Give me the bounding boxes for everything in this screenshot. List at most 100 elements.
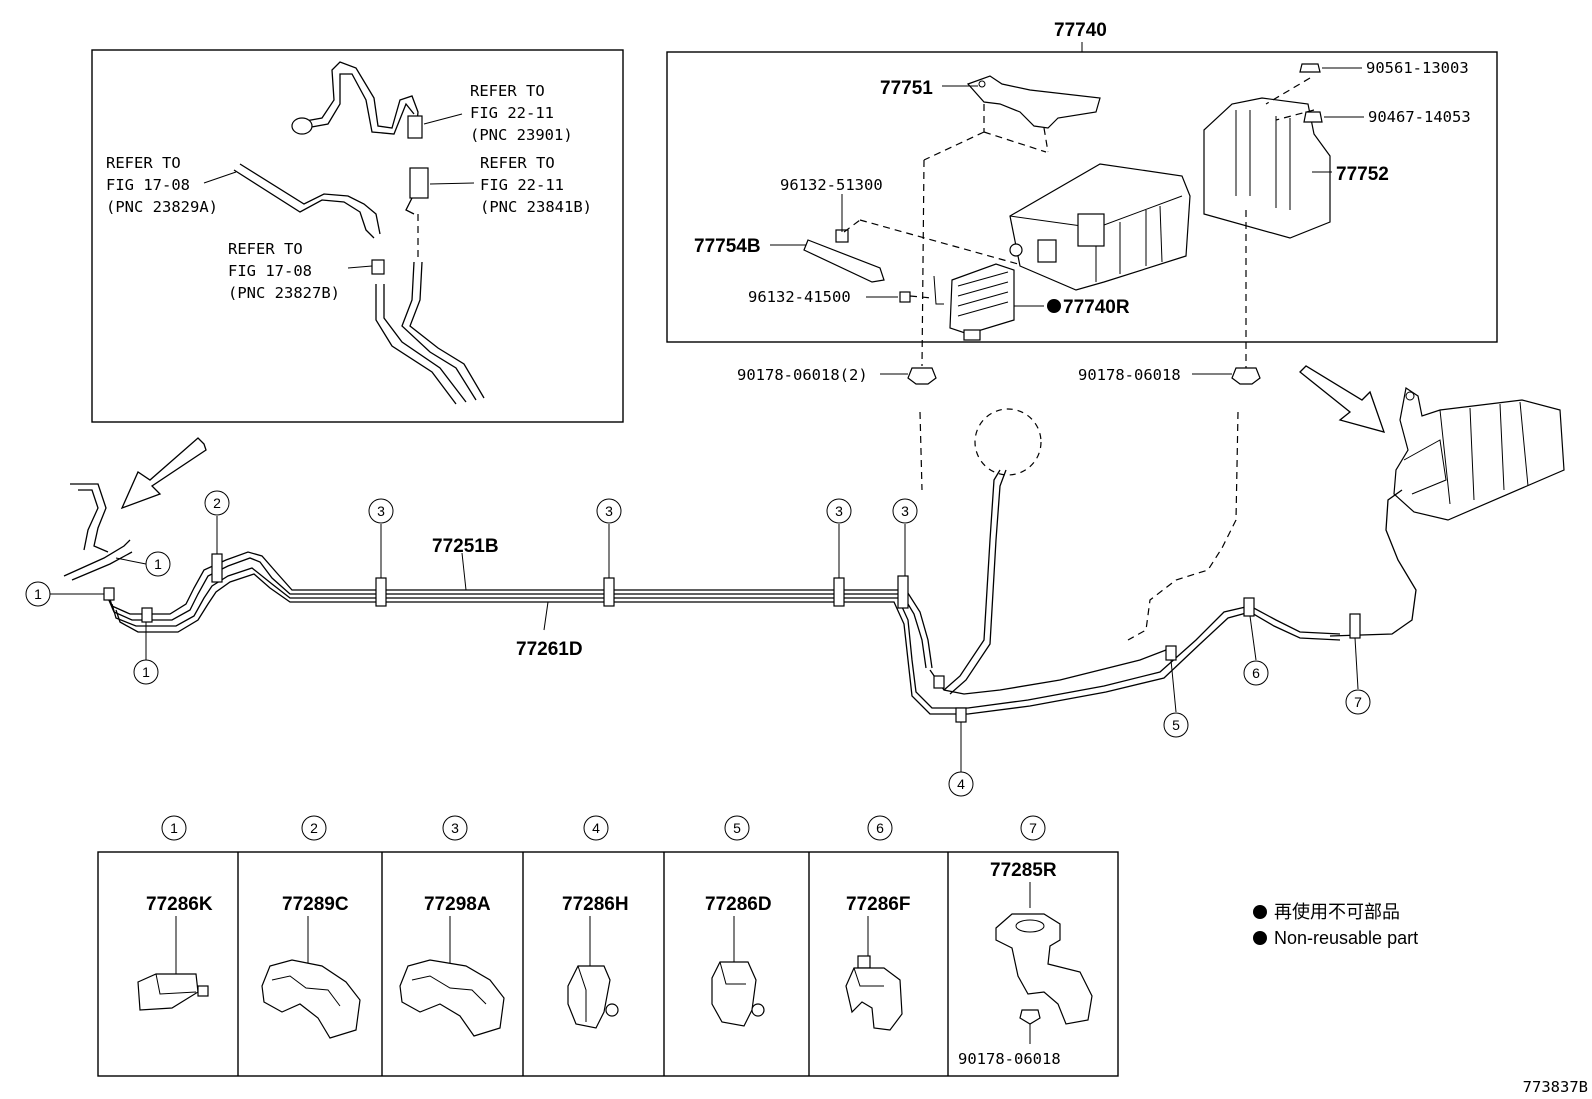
- part-90178-06018-label: 90178-06018: [1078, 366, 1181, 384]
- legend: 再使用不可部品 Non-reusable part: [1253, 902, 1418, 948]
- table-part-1: 77286K: [146, 894, 213, 915]
- table-num-6: 6: [876, 820, 884, 836]
- svg-text:3: 3: [605, 503, 613, 519]
- ref-label-3-l1: REFER TO: [106, 154, 181, 172]
- svg-text:5: 5: [1172, 717, 1180, 733]
- svg-text:(PNC 23901): (PNC 23901): [470, 126, 573, 144]
- tube-77261d: [111, 567, 1341, 709]
- svg-text:6: 6: [1252, 665, 1260, 681]
- ref-label-3-l2: FIG 17-08: [106, 176, 190, 194]
- svg-text:90178-06018: 90178-06018: [958, 1050, 1061, 1068]
- svg-text:77754B: 77754B: [694, 236, 761, 257]
- legend-dot-en: [1253, 931, 1267, 945]
- svg-text:90467-14053: 90467-14053: [1368, 108, 1471, 126]
- ref-label-1-l1: REFER TO: [470, 82, 545, 100]
- callout-1-bottom: 1: [142, 664, 150, 680]
- svg-text:3: 3: [377, 503, 385, 519]
- tube-77251b-label: 77251B: [432, 536, 499, 557]
- callout-5: 5: [1172, 717, 1180, 733]
- clamp-drawing-5: [711, 916, 765, 1027]
- callout-3b: 3: [605, 503, 613, 519]
- clamp-2: [211, 553, 223, 583]
- part-77740r-label: 77740R: [1063, 297, 1130, 318]
- part-90467-14053-label: 90467-14053: [1368, 108, 1471, 126]
- callout-3c: 3: [835, 503, 843, 519]
- pipe-run: 77251B 77261D: [63, 469, 1361, 723]
- svg-text:77286D: 77286D: [705, 894, 772, 915]
- clamp-3b: [603, 577, 615, 607]
- bolt-90178-06018-right: [1231, 367, 1261, 385]
- callout-1-top: 1: [154, 556, 162, 572]
- clamp-drawing-7: [995, 882, 1093, 1044]
- tube-clip: [371, 259, 385, 275]
- svg-text:77286H: 77286H: [562, 894, 629, 915]
- table-part-2: 77289C: [282, 894, 349, 915]
- legend-dot-jp: [1253, 905, 1267, 919]
- svg-text:(PNC 23841B): (PNC 23841B): [480, 198, 592, 216]
- callout-1-left: 1: [34, 586, 42, 602]
- clamp-7: [1349, 613, 1361, 639]
- ref-label-2-l2: FIG 22-11: [480, 176, 564, 194]
- part-96132-41500-label: 96132-41500: [748, 288, 851, 306]
- svg-text:1: 1: [154, 556, 162, 572]
- ref-label-1-l3: (PNC 23901): [470, 126, 573, 144]
- bolt-90178-06018-left: [907, 367, 937, 385]
- svg-text:再使用不可部品: 再使用不可部品: [1274, 902, 1400, 922]
- part-90178-06018-2-label: 90178-06018(2): [737, 366, 868, 384]
- ref-label-2-l3: (PNC 23841B): [480, 198, 592, 216]
- vapor-tube-upper: [299, 61, 419, 135]
- clamp-6: [1243, 597, 1255, 617]
- callout-4: 4: [957, 776, 965, 792]
- table-num-1: 1: [170, 820, 178, 836]
- svg-text:7: 7: [1029, 820, 1037, 836]
- inset-frame: [91, 49, 624, 423]
- clamp-drawing-2: [261, 916, 361, 1039]
- svg-text:3: 3: [451, 820, 459, 836]
- tube-connector: [291, 117, 313, 135]
- svg-text:77285R: 77285R: [990, 860, 1057, 881]
- clamp-4: [955, 707, 967, 723]
- svg-text:77298A: 77298A: [424, 894, 491, 915]
- table-part-7-sub: 90178-06018: [958, 1050, 1061, 1068]
- clamp-drawing-4: [567, 916, 619, 1029]
- svg-text:FIG 17-08: FIG 17-08: [228, 262, 312, 280]
- svg-text:77251B: 77251B: [432, 536, 499, 557]
- svg-text:4: 4: [957, 776, 965, 792]
- clamp-3a: [375, 577, 387, 607]
- svg-text:77751: 77751: [880, 78, 933, 99]
- svg-text:6: 6: [876, 820, 884, 836]
- svg-text:90561-13003: 90561-13003: [1366, 59, 1469, 77]
- table-num-5: 5: [733, 820, 741, 836]
- vapor-tube-left: [233, 169, 375, 239]
- table-part-4: 77286H: [562, 894, 629, 915]
- svg-text:7: 7: [1354, 694, 1362, 710]
- callout-3a: 3: [377, 503, 385, 519]
- svg-text:90178-06018: 90178-06018: [1078, 366, 1181, 384]
- clamp-table-frame: [97, 851, 1119, 1077]
- svg-text:96132-41500: 96132-41500: [748, 288, 851, 306]
- tube-77261d-label: 77261D: [516, 639, 583, 660]
- bracket-77751: [966, 75, 1101, 129]
- part-96132-51300-label: 96132-51300: [780, 176, 883, 194]
- ref-label-4-l2: FIG 17-08: [228, 262, 312, 280]
- svg-text:Non-reusable part: Non-reusable part: [1274, 928, 1418, 948]
- clamp-table: 1 2 3 4 5 6 7 77286K 77289C 77298A 77286…: [97, 815, 1119, 1077]
- svg-text:4: 4: [592, 820, 600, 836]
- svg-text:5: 5: [733, 820, 741, 836]
- fuel-tube-inset: REFER TO FIG 22-11 (PNC 23901) REFER TO …: [91, 49, 624, 423]
- svg-text:77740R: 77740R: [1063, 297, 1130, 318]
- svg-text:2: 2: [310, 820, 318, 836]
- table-num-7: 7: [1029, 820, 1037, 836]
- svg-text:3: 3: [901, 503, 909, 519]
- svg-text:77286K: 77286K: [146, 894, 213, 915]
- assembly-number: 77740: [1054, 20, 1107, 41]
- table-part-5: 77286D: [705, 894, 772, 915]
- svg-text:(PNC 23829A): (PNC 23829A): [106, 198, 218, 216]
- svg-text:REFER TO: REFER TO: [228, 240, 303, 258]
- clamp-1b: [141, 607, 153, 623]
- legend-jp-text: 再使用不可部品: [1274, 902, 1400, 922]
- svg-text:1: 1: [142, 664, 150, 680]
- clamp-3d: [897, 575, 909, 609]
- svg-text:773837B: 773837B: [1523, 1078, 1588, 1096]
